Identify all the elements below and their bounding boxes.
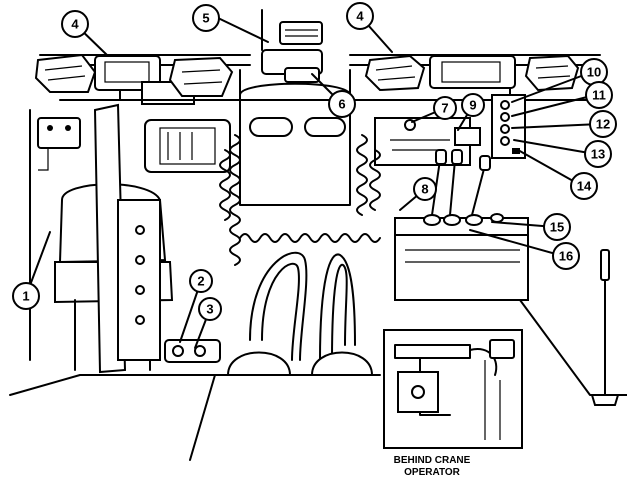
- floodlight-right-center: [429, 55, 516, 89]
- callout-5: 5: [192, 4, 220, 32]
- right-switch-panel: [491, 94, 526, 159]
- hydraulic-hoses: [249, 251, 356, 361]
- svg-text:6: 6: [338, 97, 345, 112]
- svg-text:11: 11: [592, 88, 606, 103]
- callout-1: 1: [12, 282, 40, 310]
- svg-text:1: 1: [22, 289, 29, 304]
- coiled-cord-left: [219, 134, 241, 266]
- callout-12: 12: [589, 110, 617, 138]
- svg-text:8: 8: [421, 182, 428, 197]
- coiled-cord-horizontal: [239, 233, 381, 243]
- callout-16: 16: [552, 242, 580, 270]
- svg-text:9: 9: [469, 98, 476, 113]
- svg-text:4: 4: [356, 9, 364, 24]
- callout-15: 15: [543, 213, 571, 241]
- right-wall-gauge-panel: [374, 117, 481, 166]
- callout-14: 14: [570, 172, 598, 200]
- left-wall-panel: [144, 119, 231, 173]
- floor-lever: [590, 249, 620, 406]
- callout-9: 9: [461, 93, 485, 117]
- svg-text:4: 4: [71, 17, 79, 32]
- callout-10: 10: [580, 58, 608, 86]
- svg-text:13: 13: [591, 147, 605, 162]
- svg-text:3: 3: [206, 302, 213, 317]
- callout-7: 7: [433, 96, 457, 120]
- dome-light-assembly: [261, 9, 323, 83]
- callout-4-right: 4: [346, 2, 374, 30]
- left-wall-switch: [37, 117, 81, 171]
- hose-base-left: [226, 351, 292, 376]
- callout-11: 11: [585, 81, 613, 109]
- floodlight-left-outer: [34, 53, 97, 93]
- seat-column: [93, 103, 161, 374]
- callout-6: 6: [328, 90, 356, 118]
- callout-8: 8: [413, 177, 437, 201]
- inset-caption-line2: OPERATOR: [404, 467, 460, 478]
- control-levers: [423, 149, 504, 226]
- inset-behind-operator: [383, 329, 523, 449]
- hose-base-right: [310, 351, 374, 376]
- svg-text:16: 16: [559, 249, 573, 264]
- svg-text:7: 7: [441, 101, 448, 116]
- svg-text:15: 15: [550, 220, 564, 235]
- floodlight-left-inner: [168, 56, 234, 97]
- callout-13: 13: [584, 140, 612, 168]
- coiled-cord-right: [356, 134, 381, 216]
- floodlight-right-inner: [364, 54, 426, 92]
- control-console: [394, 217, 529, 301]
- svg-text:5: 5: [202, 11, 209, 26]
- svg-text:14: 14: [577, 179, 592, 194]
- callout-3: 3: [198, 297, 222, 321]
- inset-caption: BEHIND CRANE OPERATOR: [384, 455, 480, 479]
- callout-2: 2: [189, 269, 213, 293]
- inset-caption-line1: BEHIND CRANE: [393, 455, 471, 466]
- svg-text:2: 2: [197, 274, 204, 289]
- foot-pedals: [164, 339, 221, 363]
- callout-4-left: 4: [61, 10, 89, 38]
- floodlight-right-outer: [524, 54, 580, 92]
- svg-text:12: 12: [596, 117, 610, 132]
- svg-text:10: 10: [587, 65, 601, 80]
